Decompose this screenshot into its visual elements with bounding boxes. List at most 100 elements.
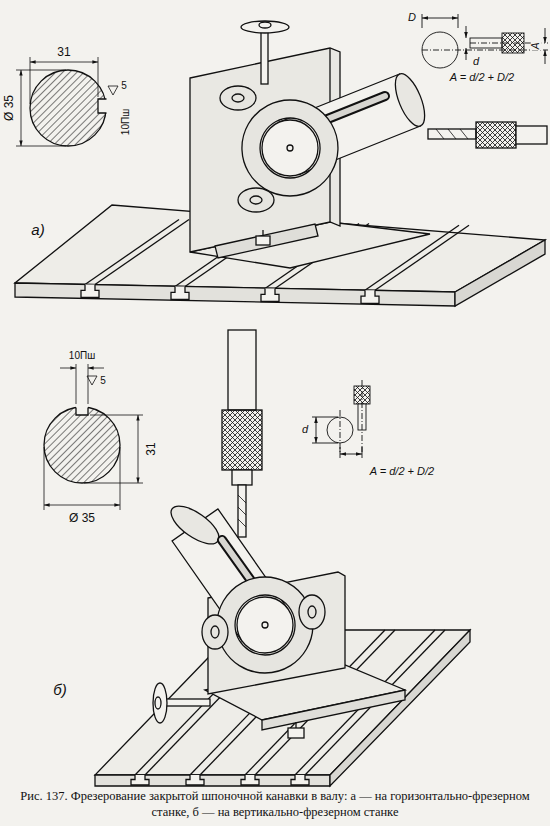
clamp bbox=[299, 595, 325, 629]
spindle bbox=[238, 485, 246, 537]
shaft-section bbox=[44, 407, 120, 483]
end-mill bbox=[516, 126, 547, 144]
clamp bbox=[232, 94, 244, 102]
clamp bbox=[202, 577, 325, 673]
dimension-lines bbox=[88, 364, 89, 404]
shaft-section bbox=[76, 408, 88, 416]
clamp-screw bbox=[153, 683, 167, 723]
dimension-letter: A bbox=[531, 42, 542, 51]
dimension-lines bbox=[88, 368, 104, 369]
clamp bbox=[308, 606, 316, 618]
inset-scheme bbox=[340, 447, 341, 458]
t-slot bbox=[361, 290, 379, 303]
dimension-lines bbox=[16, 146, 66, 147]
dimension-lines bbox=[16, 70, 66, 71]
fixing-bolt bbox=[288, 728, 304, 738]
inset-scheme bbox=[545, 28, 546, 43]
angle-plate bbox=[262, 690, 405, 730]
inset-scheme bbox=[362, 447, 363, 458]
inset-scheme bbox=[458, 14, 459, 28]
clamp bbox=[287, 145, 293, 151]
clamp bbox=[262, 120, 318, 176]
inset-scheme bbox=[466, 48, 467, 60]
formula: A = d/2 + D/2 bbox=[449, 72, 515, 84]
dimension-letter: d bbox=[472, 56, 480, 68]
dimension-lines bbox=[138, 415, 139, 483]
end-mill bbox=[428, 129, 476, 139]
shaft-section bbox=[30, 70, 106, 146]
inset-scheme bbox=[362, 380, 363, 452]
fixing-bolt bbox=[256, 230, 270, 245]
clamp bbox=[220, 86, 256, 110]
inset-scheme bbox=[422, 18, 458, 19]
clamp-screw bbox=[241, 21, 289, 84]
shaft-section bbox=[76, 404, 88, 415]
keyway-width: 10Пш bbox=[121, 108, 132, 136]
dimension-letter: d bbox=[301, 424, 309, 436]
dimension-lines bbox=[30, 62, 98, 63]
dimension-lines bbox=[84, 483, 143, 484]
clamp-screw bbox=[259, 22, 271, 28]
inset-scheme bbox=[422, 50, 548, 51]
t-slot bbox=[261, 289, 279, 302]
angle-plate bbox=[215, 224, 318, 258]
t-slot bbox=[186, 775, 204, 785]
angle-plate bbox=[205, 572, 405, 730]
dimension-lines bbox=[60, 368, 76, 369]
spindle bbox=[232, 470, 252, 485]
dimension-lines bbox=[21, 70, 22, 146]
dimension-letter: D bbox=[407, 12, 417, 24]
figure-caption: Рис. 137. Фрезерование закрытой шпоночно… bbox=[6, 788, 544, 820]
workpiece-shaft bbox=[325, 96, 385, 120]
clamp bbox=[262, 622, 268, 628]
keyway-width: 10Пш bbox=[68, 351, 96, 362]
machine-table bbox=[455, 240, 545, 306]
dimension-lines bbox=[44, 447, 45, 510]
inset-scheme bbox=[422, 14, 548, 68]
t-slot bbox=[95, 220, 189, 285]
dimension-label: 31 bbox=[56, 46, 71, 59]
dimension-lines bbox=[30, 57, 31, 104]
fixing-bolt bbox=[262, 230, 263, 236]
dimension-lines bbox=[44, 505, 120, 506]
clamp bbox=[217, 577, 313, 673]
workpiece-shaft bbox=[389, 70, 430, 130]
shaft-section bbox=[30, 70, 108, 146]
clamp bbox=[220, 86, 338, 212]
dimension-lines bbox=[16, 57, 118, 146]
inset-scheme bbox=[466, 26, 467, 38]
shaft-section bbox=[98, 99, 108, 113]
clamp bbox=[237, 597, 293, 653]
dimension-lines bbox=[76, 364, 77, 404]
shaft-section bbox=[44, 404, 120, 483]
dimension-label: Ø 35 bbox=[68, 512, 96, 525]
dimension-lines bbox=[108, 86, 118, 95]
fixing-bolt bbox=[256, 236, 270, 245]
workpiece-shaft bbox=[165, 499, 225, 551]
workpiece-shaft bbox=[222, 540, 252, 582]
illustration bbox=[15, 14, 548, 786]
inset-scheme bbox=[316, 417, 317, 443]
angle-plate bbox=[190, 48, 430, 268]
machine-table bbox=[15, 283, 455, 306]
clamp-screw bbox=[153, 683, 210, 723]
fixing-bolt bbox=[295, 722, 296, 728]
t-slot bbox=[291, 775, 309, 785]
dimension-lines bbox=[98, 57, 99, 97]
surface-roughness: 5 bbox=[99, 376, 107, 387]
clamp-screw bbox=[261, 28, 268, 84]
dimension-label: Ø 35 bbox=[3, 94, 16, 122]
shaft-section bbox=[98, 99, 107, 113]
inset-scheme bbox=[340, 410, 341, 452]
t-slot bbox=[81, 285, 99, 298]
clamp-screw bbox=[155, 697, 161, 709]
clamp bbox=[238, 188, 274, 212]
spindle bbox=[222, 410, 262, 470]
workpiece-shaft bbox=[222, 540, 252, 582]
t-slot bbox=[171, 287, 189, 300]
clamp bbox=[242, 100, 338, 196]
inset-scheme bbox=[312, 380, 370, 458]
clamp-screw bbox=[165, 699, 210, 706]
spindle bbox=[228, 330, 256, 410]
